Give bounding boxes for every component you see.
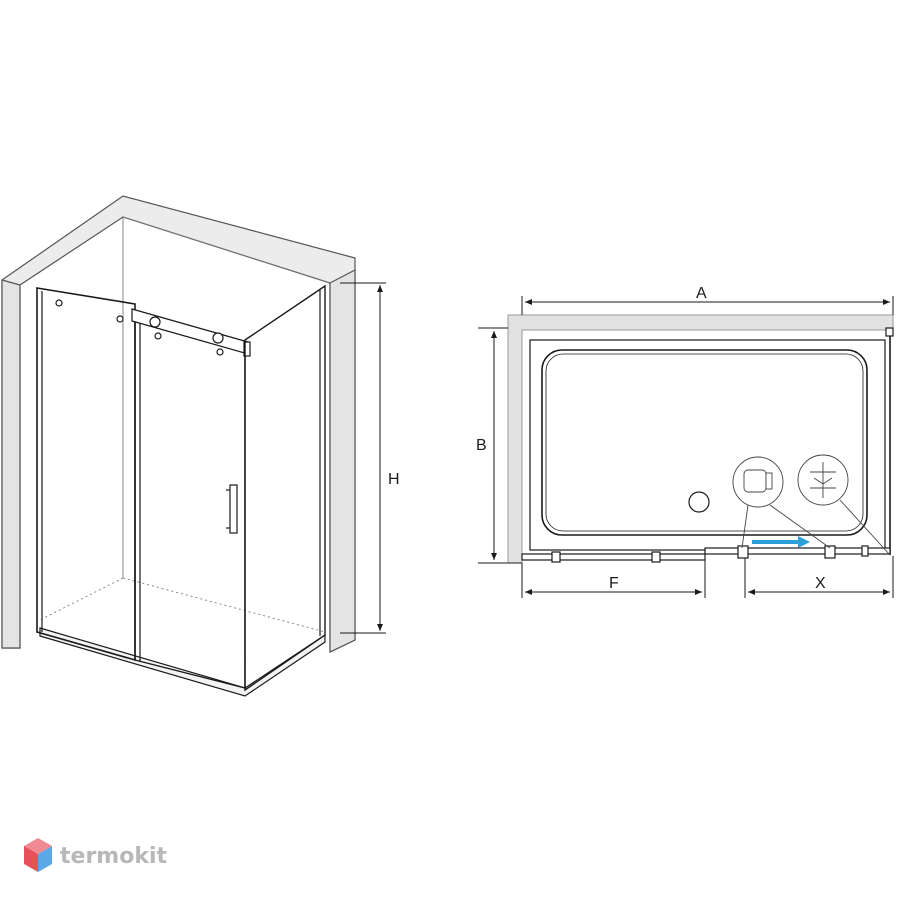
roller-detail-callout (732, 456, 831, 549)
depth-label: B (476, 437, 487, 454)
perspective-view (1, 195, 386, 697)
logo-text: termokit (60, 844, 167, 869)
back-walls (1, 195, 356, 653)
stopper-detail-callout (797, 454, 891, 556)
depth-dimension (478, 327, 522, 564)
height-dimension (340, 282, 386, 634)
fixed-panel-dimension (521, 560, 706, 598)
shower-tray (39, 627, 326, 697)
logo-cube-icon (24, 838, 52, 872)
door-handle (229, 484, 238, 534)
plan-view (478, 296, 894, 598)
fixed-front-panel (36, 287, 136, 662)
plan-side-panel (885, 327, 894, 555)
plan-tray (529, 339, 886, 551)
offset-dimension (744, 556, 894, 598)
side-panel (244, 284, 326, 692)
termokit-logo: termokit (24, 838, 167, 872)
width-dimension (521, 296, 894, 315)
floor-outline (39, 577, 326, 633)
plan-front-glass (521, 545, 891, 563)
offset-label: X (815, 575, 826, 592)
width-label: A (696, 285, 707, 302)
sliding-door (131, 308, 251, 689)
height-label: H (388, 471, 400, 488)
drain-icon (688, 491, 710, 513)
fixed-panel-label: F (609, 575, 619, 592)
slide-direction-arrow (752, 536, 810, 548)
